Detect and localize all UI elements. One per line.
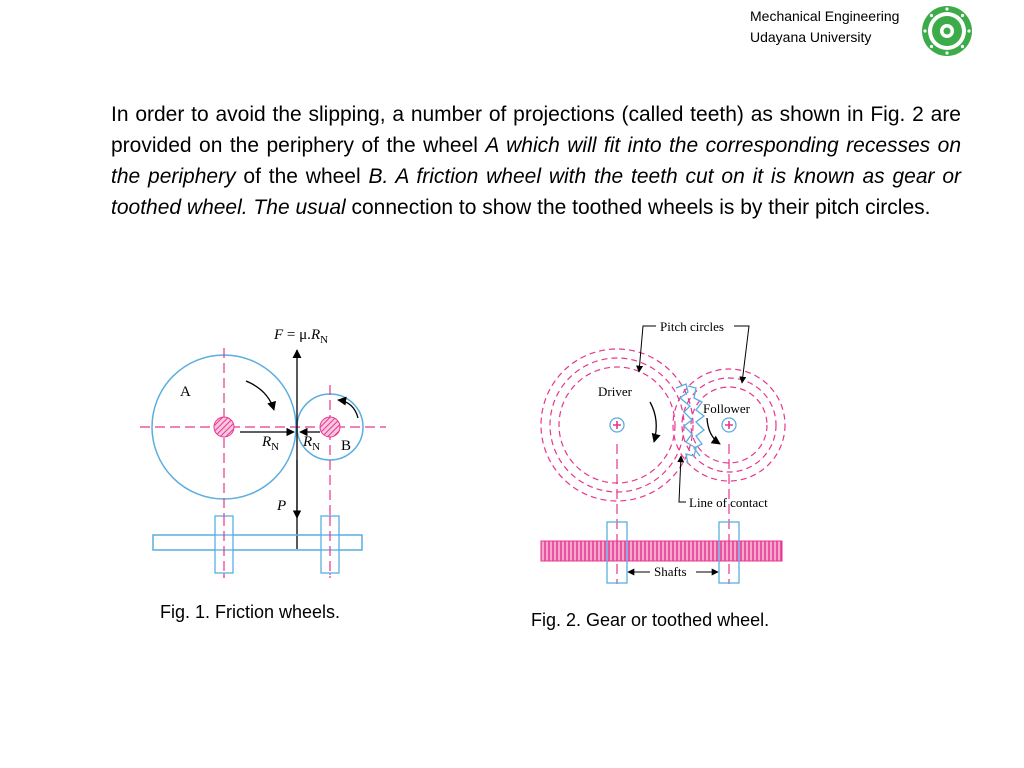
university-seal-icon — [922, 6, 972, 56]
wheel-a-label: A — [180, 384, 191, 400]
load-p-label: P — [276, 498, 286, 514]
driver-label: Driver — [598, 384, 633, 399]
body-paragraph: In order to avoid the slipping, a number… — [111, 99, 961, 223]
wheel-b-label: B — [341, 438, 351, 454]
para-part-2: A which will fit into the corresponding … — [111, 134, 961, 188]
shafts-label: Shafts — [654, 564, 687, 579]
para-part-3: of the wheel — [235, 165, 369, 188]
university-name: Udayana University — [750, 29, 872, 45]
course-header: Mechanical Engineering Udayana Universit… — [750, 6, 899, 48]
para-part-1: In order to avoid the slipping, a number… — [111, 103, 961, 157]
gear-base-rack — [540, 540, 783, 562]
rotation-arrow-a — [245, 380, 277, 411]
department-name: Mechanical Engineering — [750, 8, 900, 24]
wheel-b-hub — [319, 416, 341, 438]
para-part-4: B. A friction wheel with the teeth cut o… — [111, 165, 961, 219]
follower-label: Follower — [703, 401, 751, 416]
gear-teeth — [675, 383, 697, 465]
friction-force-label: F = μ.RN — [273, 327, 328, 346]
normal-reaction-label-b: RN — [302, 434, 320, 453]
figure-2-caption: Fig. 2. Gear or toothed wheel. — [531, 610, 770, 630]
pitch-circles-label: Pitch circles — [660, 319, 724, 334]
normal-reaction-label-a: RN — [261, 434, 279, 453]
para-part-5: connection to show the toothed wheels is… — [345, 196, 931, 219]
wheel-a-hub — [213, 416, 235, 438]
line-of-contact-label: Line of contact — [689, 495, 768, 510]
figure-1-caption: Fig. 1. Friction wheels. — [160, 602, 341, 622]
rotation-arrow-b — [337, 396, 359, 419]
